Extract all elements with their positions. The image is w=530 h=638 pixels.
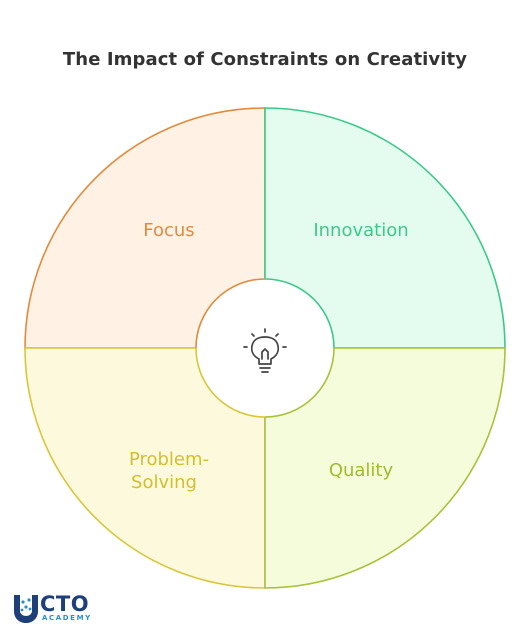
lightbulb-icon	[243, 328, 287, 373]
quadrant-quality	[264, 347, 506, 589]
cto-academy-logo: CTO ACADEMY	[13, 593, 123, 627]
logo-text: CTO	[40, 592, 90, 616]
quadrant-label-quality: Quality	[329, 460, 394, 481]
logo-subtext: ACADEMY	[42, 614, 92, 622]
quadrant-label-innovation: Innovation	[313, 220, 408, 241]
quadrant-focus	[24, 107, 266, 349]
center-circle	[196, 279, 334, 417]
quadrant-problem-solving	[24, 347, 266, 589]
quadrant-label-problem-solving-line2: Solving	[131, 472, 197, 493]
diagram-title: The Impact of Constraints on Creativity	[62, 49, 468, 70]
quadrant-innovation	[264, 107, 506, 349]
quadrant-label-focus: Focus	[143, 220, 194, 241]
shield-icon	[14, 595, 38, 623]
quadrant-label-problem-solving-line1: Problem-	[129, 449, 209, 470]
